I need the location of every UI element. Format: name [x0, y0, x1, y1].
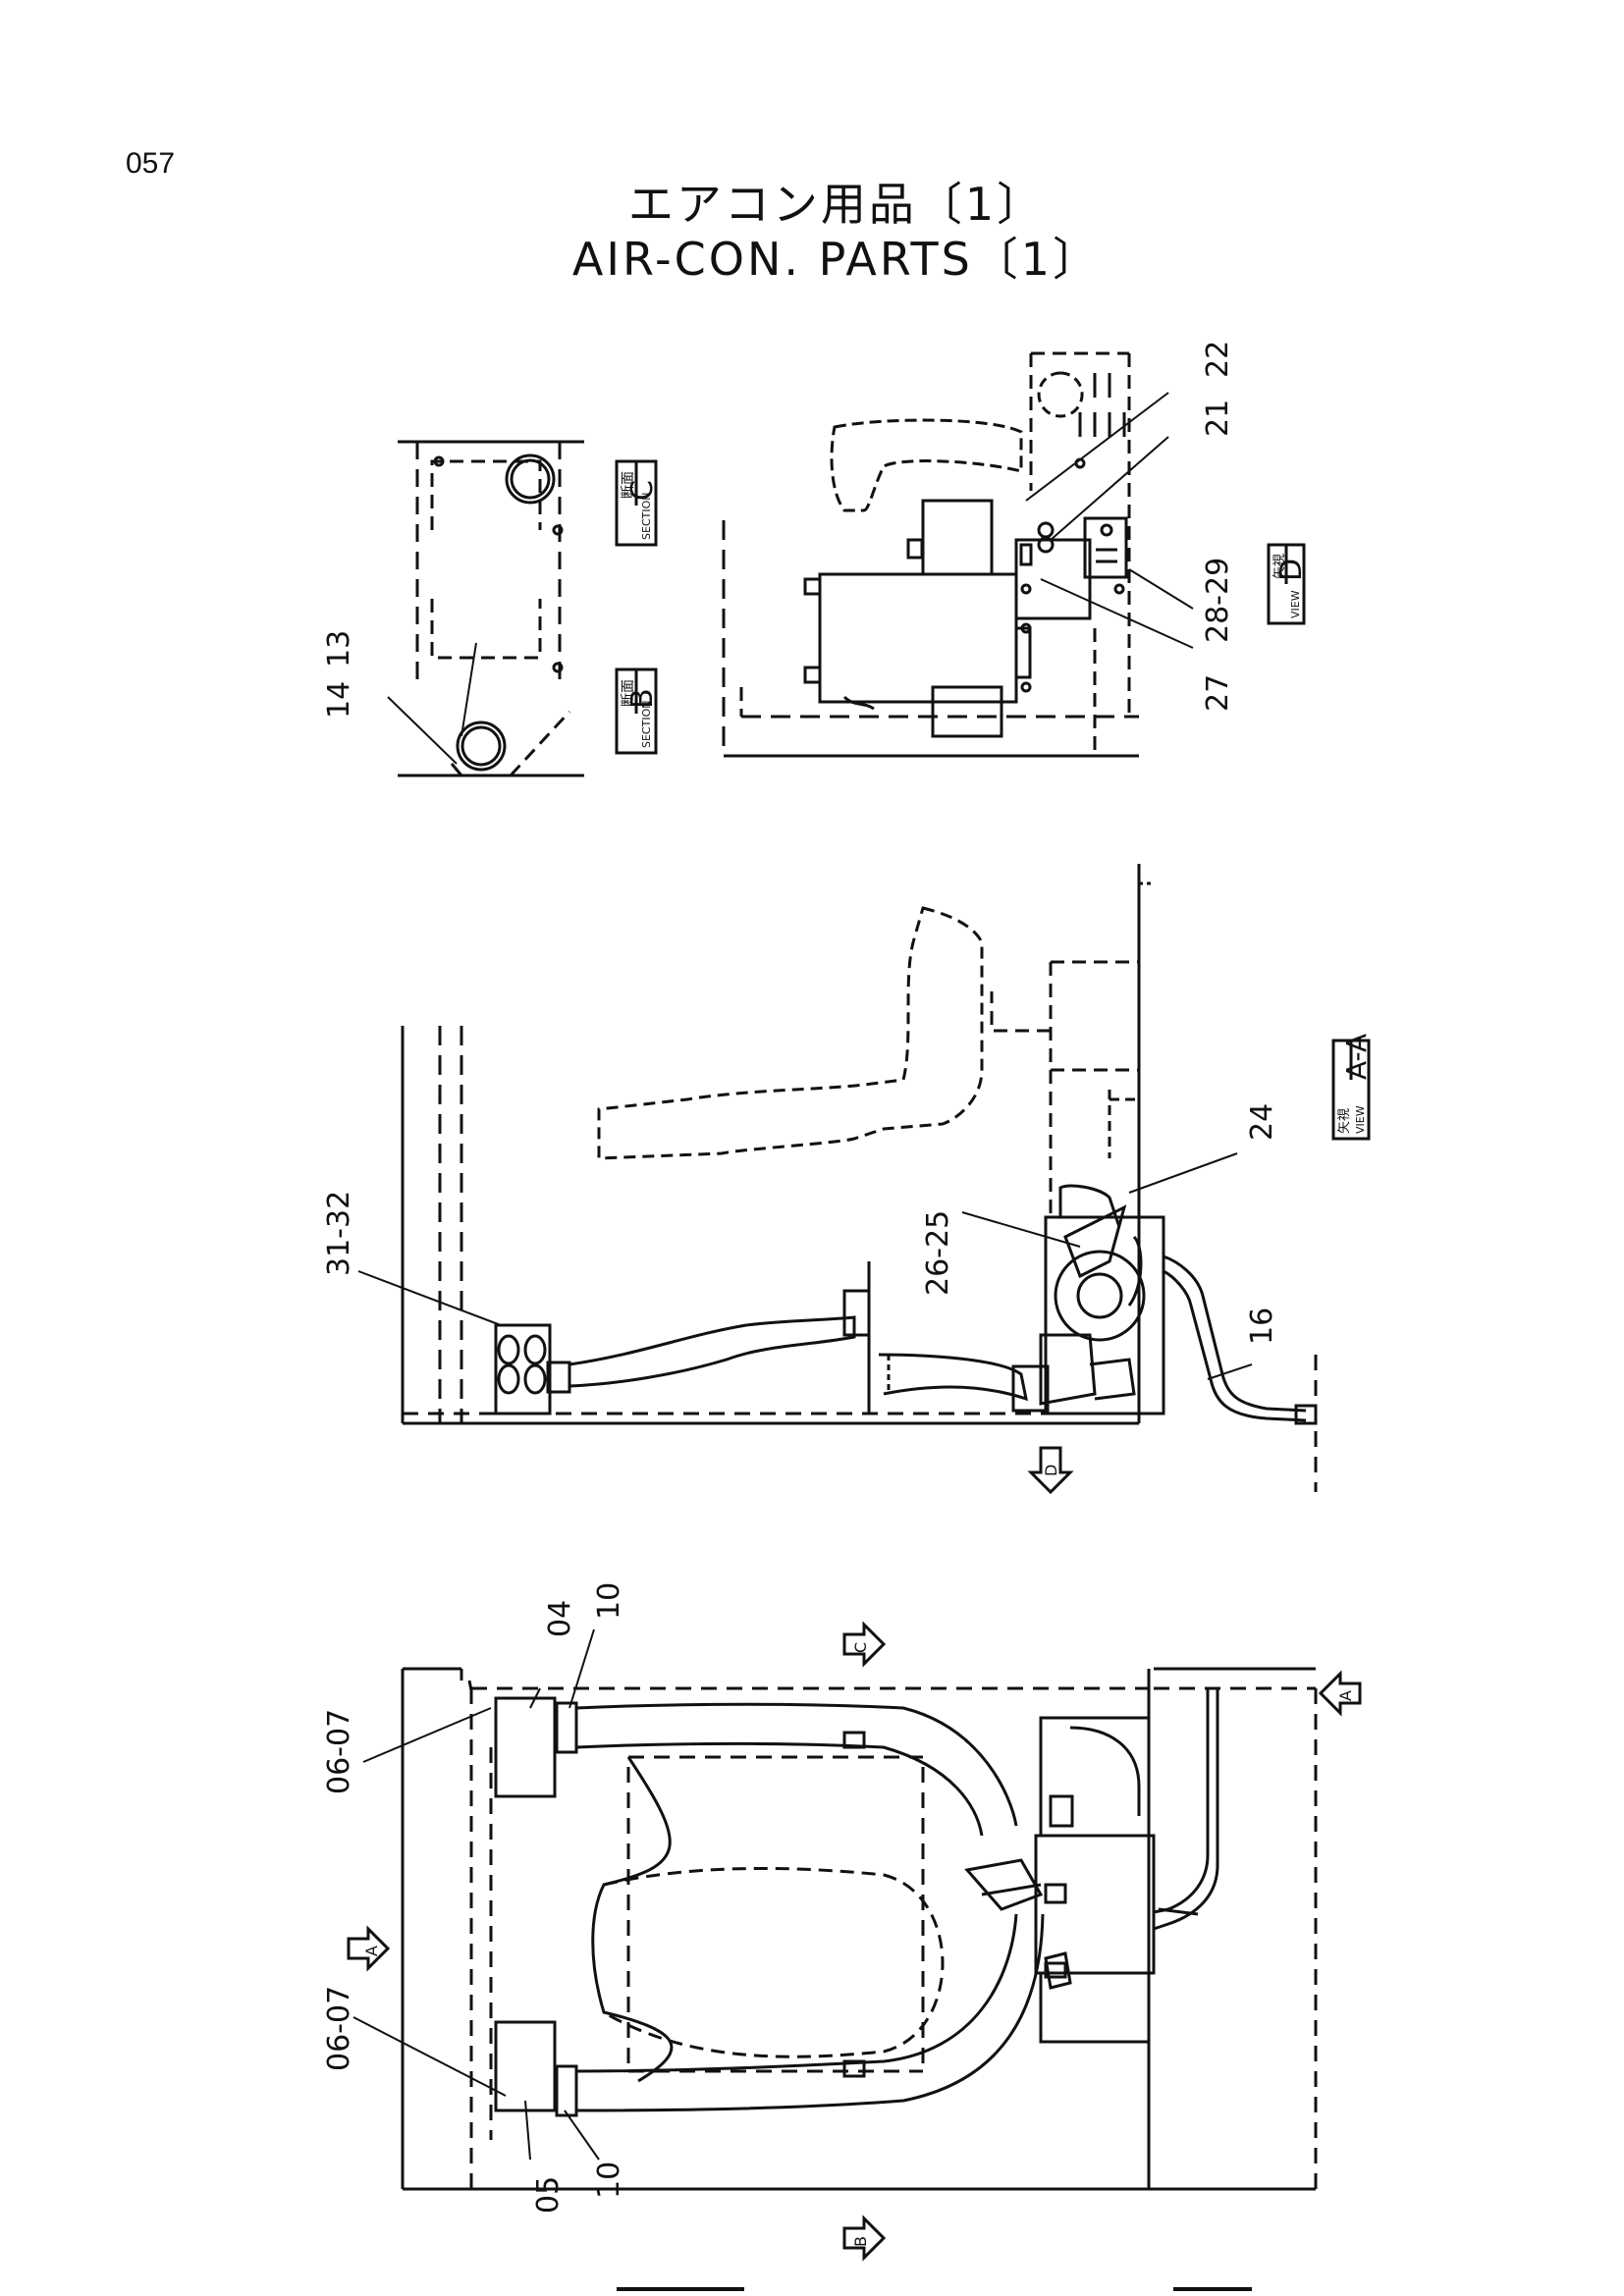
callout-24: 24 — [1245, 1103, 1279, 1141]
section-b-letter: B — [625, 688, 660, 709]
section-b-label: 断面 SECTION B — [621, 679, 660, 748]
callout-numbers: 22 21 28-29 27 13 14 31-32 26-25 24 16 0… — [322, 341, 1279, 2214]
section-c-label: 断面 SECTION C — [621, 471, 660, 540]
callout-06-07-bottom: 06-07 — [322, 1986, 356, 2071]
page-title-japanese: エアコン用品〔1〕 — [627, 178, 1046, 231]
callout-14: 14 — [322, 681, 356, 719]
callout-05: 05 — [531, 2176, 566, 2214]
callout-26-25: 26-25 — [921, 1210, 955, 1296]
bottom-mark-right — [1173, 2287, 1252, 2291]
page-title-english: AIR-CON. PARTS〔1〕 — [571, 233, 1102, 286]
view-arrow-d-letter: D — [1042, 1465, 1060, 1476]
callout-06-07-top: 06-07 — [322, 1709, 356, 1794]
page-number: 057 — [126, 147, 176, 180]
section-c-view — [398, 440, 584, 687]
view-aa-label: 矢視 VIEW A-A — [1337, 1034, 1373, 1134]
view-arrow-b-letter: B — [851, 2236, 870, 2247]
view-arrow-a-right-letter: A — [1336, 1690, 1355, 1701]
callout-21: 21 — [1201, 400, 1235, 437]
callout-22: 22 — [1201, 341, 1235, 378]
section-c-jp: 断面 — [621, 471, 636, 499]
callout-27: 27 — [1201, 674, 1235, 712]
view-aa-letter: A-A — [1340, 1034, 1373, 1080]
leader-lines — [352, 392, 1253, 2161]
view-d-drawing — [722, 351, 1139, 758]
callout-31-32: 31-32 — [322, 1191, 356, 1276]
view-aa-drawing — [401, 864, 1318, 1492]
view-aa-jp: 矢視 — [1337, 1108, 1352, 1134]
section-b-en: SECTION — [640, 701, 653, 748]
view-arrow-b — [842, 2215, 887, 2262]
callout-16: 16 — [1245, 1308, 1279, 1345]
view-d-label: 矢視 VIEW D — [1272, 554, 1309, 618]
view-arrow-a-left — [347, 1925, 391, 1972]
callout-04: 04 — [543, 1600, 577, 1637]
view-arrow-d — [1027, 1446, 1074, 1495]
callout-28-29: 28-29 — [1201, 558, 1235, 643]
view-d-en: VIEW — [1289, 590, 1302, 618]
section-c-letter: C — [625, 480, 660, 501]
callout-10-bottom: 10 — [592, 2162, 626, 2199]
view-arrow-c-letter: C — [851, 1642, 870, 1653]
callout-13: 13 — [322, 630, 356, 667]
section-c-en: SECTION — [640, 493, 653, 540]
view-arrow-a-right — [1318, 1670, 1362, 1717]
section-b-jp: 断面 — [621, 679, 636, 707]
bottom-mark-left — [617, 2287, 744, 2291]
view-arrow-c — [842, 1621, 887, 1668]
view-d-jp: 矢視 — [1272, 554, 1287, 579]
callout-10-top: 10 — [592, 1582, 626, 1620]
view-d-letter: D — [1274, 559, 1309, 581]
view-aa-en: VIEW — [1354, 1105, 1367, 1134]
section-b-view — [398, 599, 584, 777]
view-arrow-a-left-letter: A — [362, 1946, 381, 1956]
plan-view-drawing — [401, 1667, 1318, 2191]
